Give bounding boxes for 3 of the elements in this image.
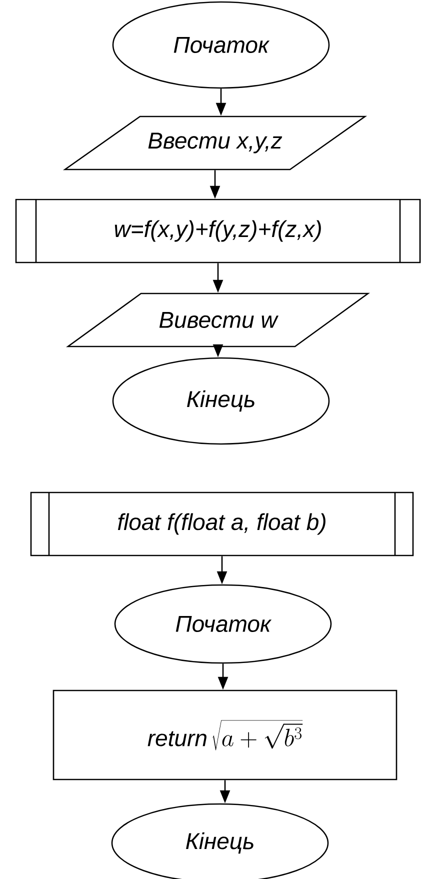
process-box: return $\sqrt{a+\sqrt{b^3}}$ — [52, 690, 398, 780]
subroutine-box: float f(float a, float b) — [30, 492, 414, 556]
subroutine-box: w=f(x,y)+f(y,z)+f(z,x) — [15, 198, 421, 264]
